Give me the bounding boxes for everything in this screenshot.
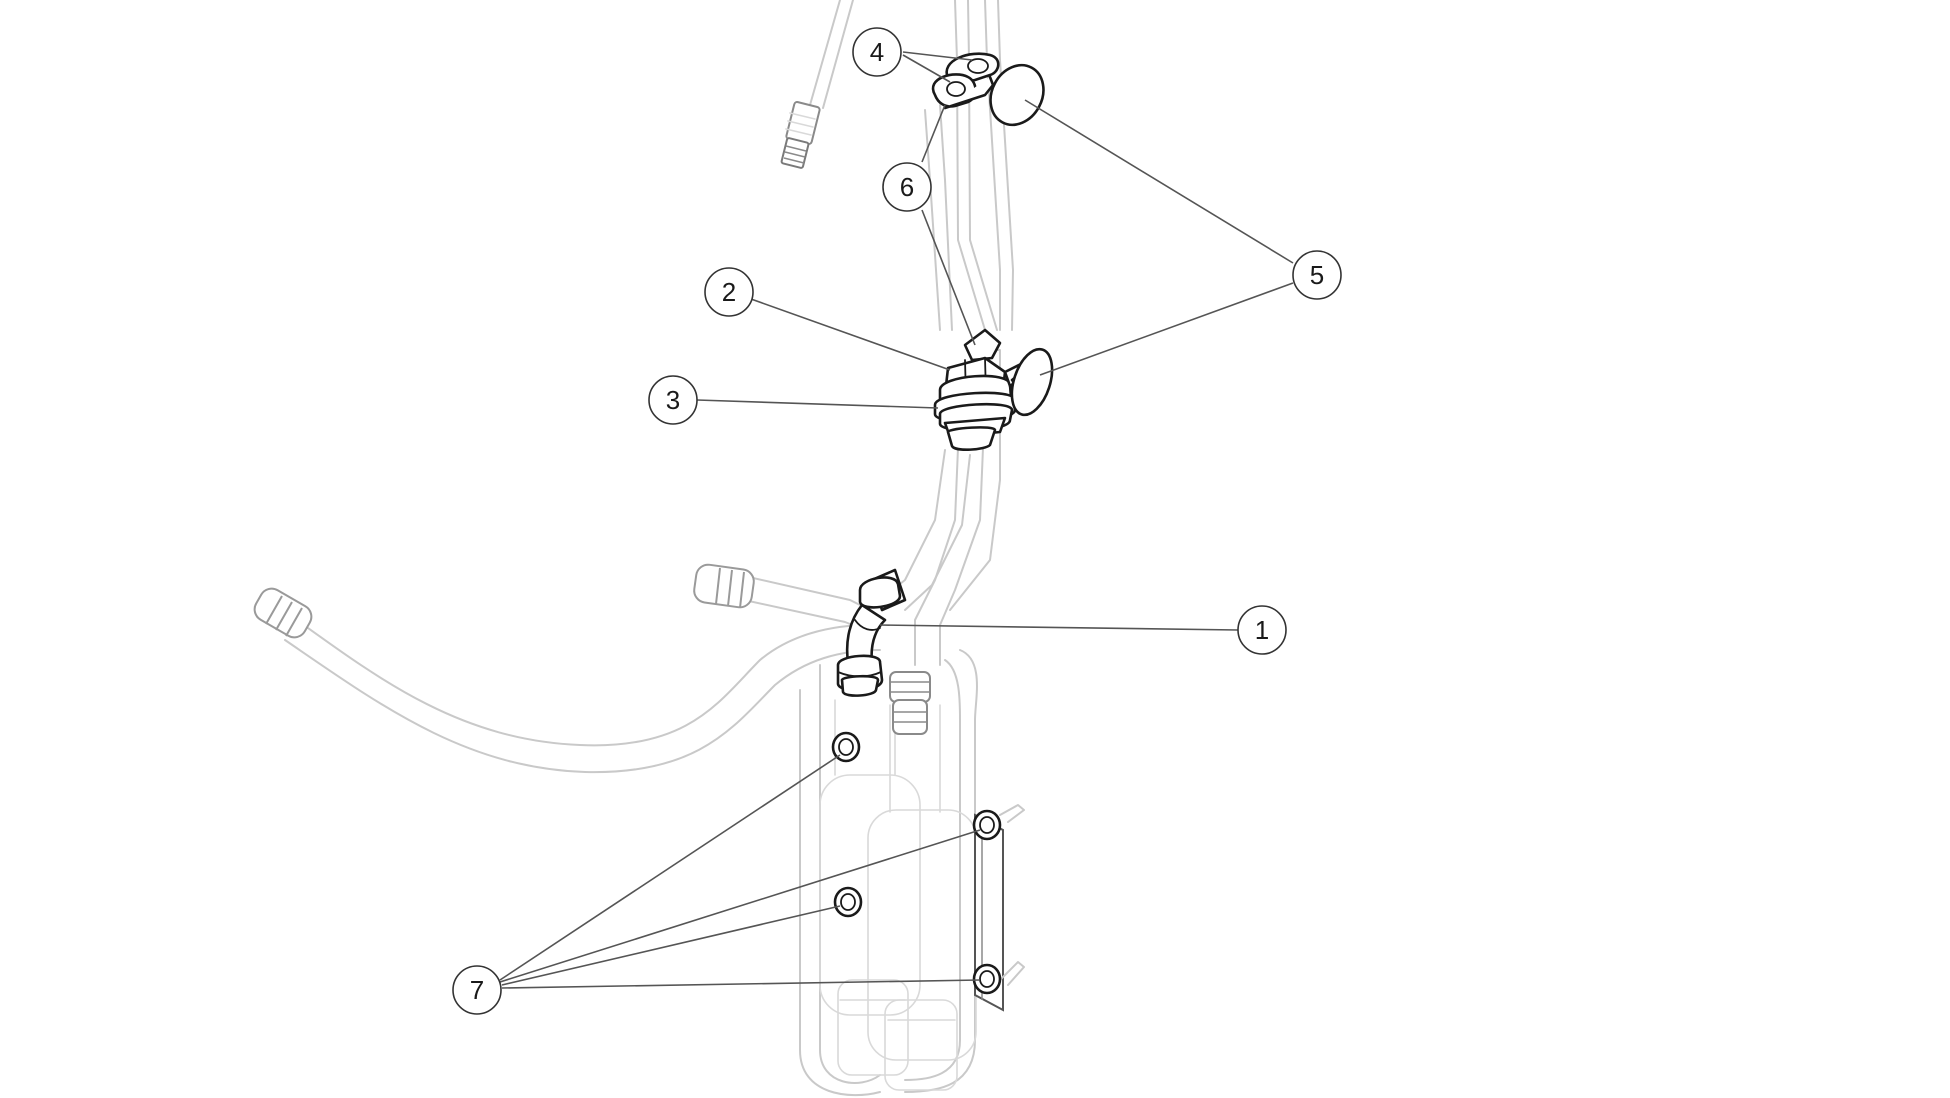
grommet-2 — [972, 809, 1002, 841]
part-7-grommets — [831, 731, 1002, 995]
filter-body — [799, 649, 978, 1097]
mounting-bracket — [974, 804, 1025, 1012]
callouts: 1 2 3 4 5 6 7 — [452, 27, 1342, 1015]
callout-4: 4 — [852, 27, 902, 77]
callout-5-label: 5 — [1310, 260, 1324, 290]
callout-3: 3 — [648, 375, 698, 425]
callout-1-label: 1 — [1255, 615, 1269, 645]
callout-2-label: 2 — [722, 277, 736, 307]
callout-1: 1 — [1237, 605, 1287, 655]
grommet-1 — [831, 731, 861, 763]
part-4-hose-clamps — [931, 52, 1000, 110]
callout-7-label: 7 — [470, 975, 484, 1005]
part-5-washer-top — [989, 63, 1045, 127]
callout-4-label: 4 — [870, 37, 884, 67]
callout-6: 6 — [882, 162, 932, 212]
callout-3-label: 3 — [666, 385, 680, 415]
callout-5: 5 — [1292, 250, 1342, 300]
top-left-fuel-line — [780, 0, 854, 169]
callout-2: 2 — [704, 267, 754, 317]
leader-lines — [499, 51, 1294, 989]
middle-hose — [693, 563, 871, 633]
callout-7: 7 — [452, 965, 502, 1015]
grommet-3 — [833, 886, 863, 918]
part-5-washer-lower — [1010, 347, 1054, 417]
part-1-elbow-fitting — [836, 568, 907, 697]
part-2-3-valve-assembly — [933, 328, 1030, 451]
ghosted-context — [253, 0, 1025, 1097]
grommet-4 — [972, 963, 1002, 995]
central-hose-bundle — [879, 0, 1014, 666]
left-curved-hose — [253, 587, 881, 774]
callout-6-label: 6 — [900, 172, 914, 202]
